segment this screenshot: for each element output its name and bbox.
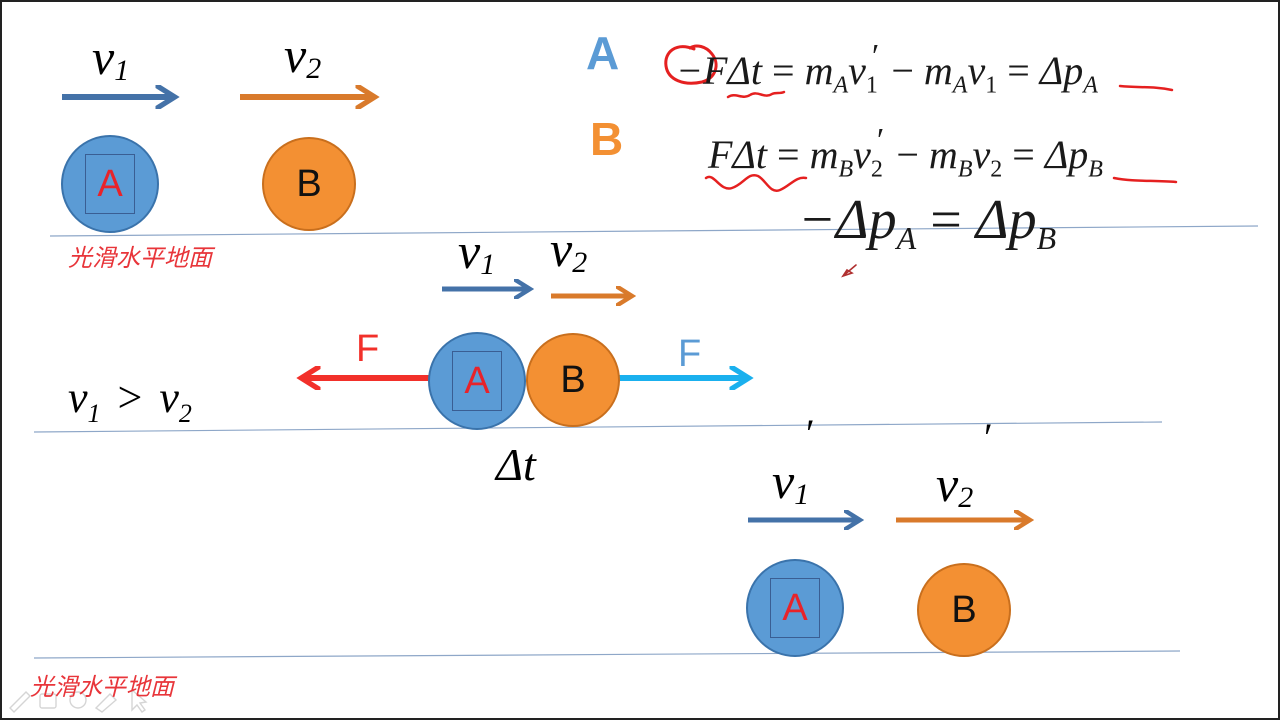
annotation-underline-dpb — [1112, 176, 1178, 184]
annotation-underline-dpa — [1118, 84, 1174, 92]
prime-v1-after: ′ — [806, 411, 815, 456]
highlighter-tool-icon[interactable] — [94, 693, 118, 713]
pointer-tool-icon[interactable] — [131, 688, 148, 713]
ground-line-bottom — [33, 650, 1181, 659]
ball-a-inner-square — [770, 578, 820, 638]
ball-a-collision: A — [428, 332, 526, 430]
ball-b-before: B — [262, 137, 356, 231]
delta-t-label: Δt — [496, 439, 536, 490]
ball-a-after: A — [746, 559, 844, 657]
force-label-on-b: F — [678, 333, 702, 375]
text-tool-icon[interactable] — [39, 693, 57, 709]
label-v1-after: v1 — [772, 453, 810, 511]
ball-b-after: B — [917, 563, 1011, 657]
label-v1-collision: v1 — [458, 223, 496, 281]
annotation-toolbar[interactable] — [9, 688, 148, 713]
equation-result: −ΔpA = ΔpB — [798, 189, 1057, 257]
ball-a-before: A — [61, 135, 159, 233]
prime-v2-after: ′ — [984, 415, 993, 460]
force-label-on-a: F — [356, 328, 380, 370]
ball-a-inner-square — [452, 351, 502, 411]
pen-tool-icon[interactable] — [9, 691, 31, 713]
ground-label-bottom: 光滑水平地面 — [30, 673, 174, 701]
ball-b-collision: B — [526, 333, 620, 427]
annotation-underline-fdt-a — [726, 90, 786, 99]
equation-label-b: B — [590, 113, 624, 165]
annotation-circle-minus — [664, 44, 718, 85]
condition-v1-gt-v2: v1 > v2 — [68, 373, 192, 428]
ground-line-top — [49, 225, 1259, 237]
annotation-underline-fdt-b — [704, 173, 808, 192]
label-v2-after: v2 — [936, 456, 974, 514]
equation-momentum-a: −FΔt = mAv1′ − mAv1 = ΔpA — [676, 38, 1098, 99]
pen-cursor-icon — [841, 264, 857, 278]
label-v1-before: v1 — [92, 29, 130, 87]
eraser-tool-icon[interactable] — [69, 691, 87, 709]
equation-momentum-b: FΔt = mBv2′ − mBv2 = ΔpB — [708, 122, 1103, 183]
label-v2-collision: v2 — [550, 221, 588, 279]
label-v2-before: v2 — [284, 27, 322, 85]
ground-label-top: 光滑水平地面 — [68, 244, 212, 272]
ground-line-middle — [33, 421, 1163, 433]
ball-a-inner-square — [85, 154, 135, 214]
equation-label-a: A — [586, 27, 620, 79]
